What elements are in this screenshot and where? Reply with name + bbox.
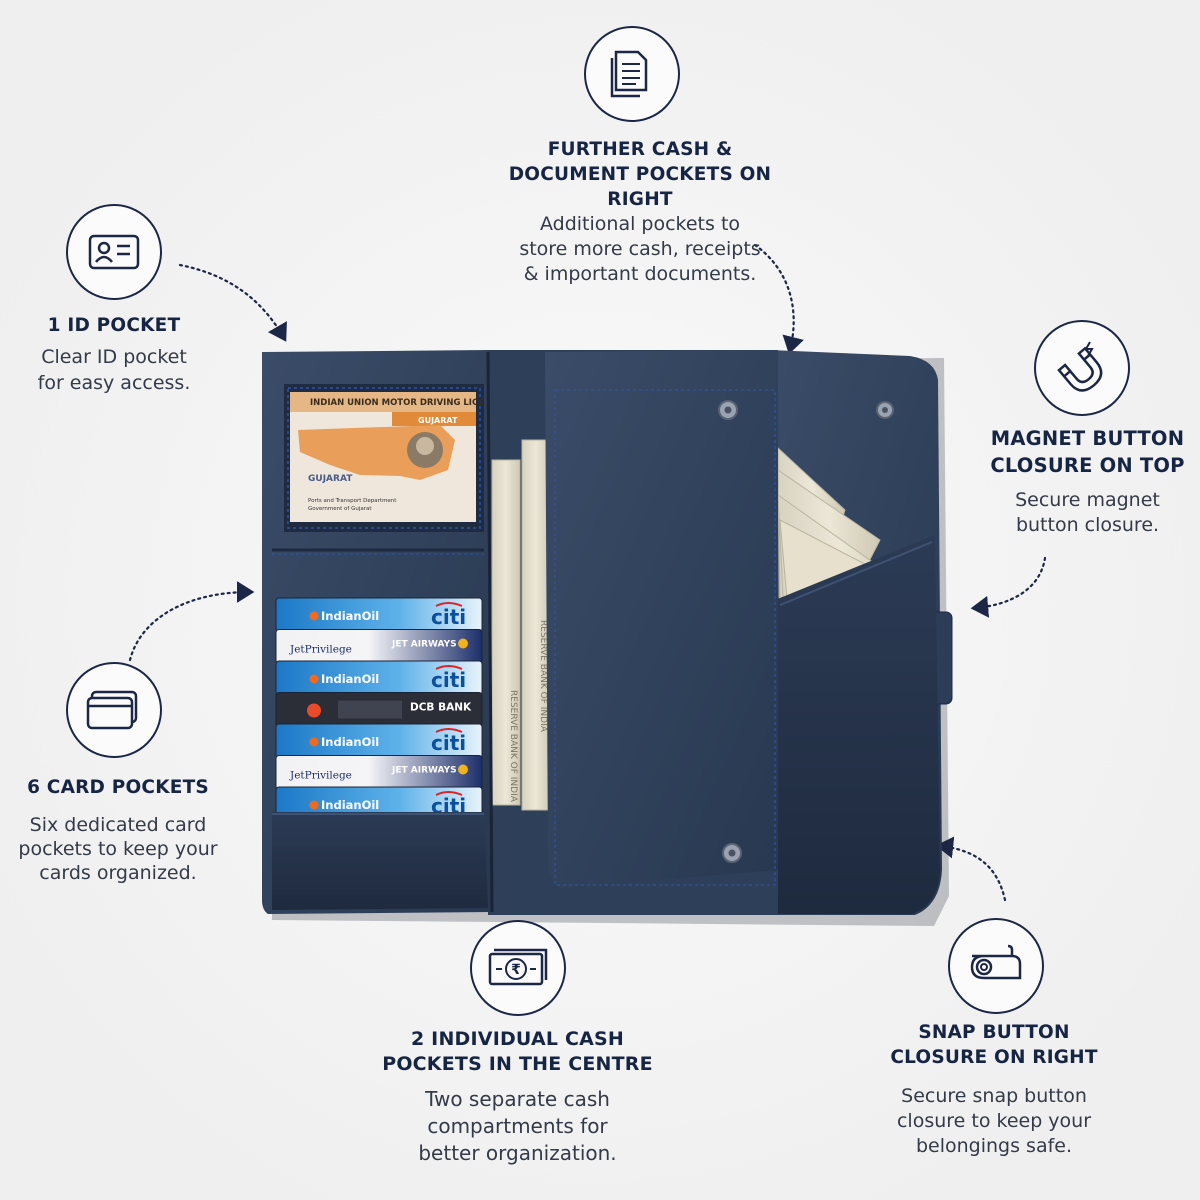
feature-document-pockets: FURTHER CASH & DOCUMENT POCKETS ON RIGHT… <box>490 137 790 287</box>
feature-magnet-button-desc-line: Secure magnet <box>1015 489 1160 511</box>
feature-cash-pockets-desc-line: compartments for <box>427 1114 608 1138</box>
feature-magnet-button-desc-line: button closure. <box>1015 514 1160 536</box>
arrow-id-pocket <box>178 263 287 342</box>
card-bank: JET AIRWAYS <box>391 766 457 776</box>
citi-arc-icon <box>435 791 463 796</box>
feature-document-pockets-title-line: RIGHT <box>607 189 673 210</box>
arrow-documents <box>753 243 804 355</box>
card-bank: JET AIRWAYS <box>391 640 457 650</box>
feature-document-pockets-title-line: FURTHER CASH & <box>547 139 733 160</box>
feature-card-pockets-desc-line: cards organized. <box>39 862 197 884</box>
card-brand: IndianOil <box>321 798 379 812</box>
rupee-note-icon: ₹ <box>470 920 566 1016</box>
feature-document-pockets-title: FURTHER CASH & DOCUMENT POCKETS ON RIGHT <box>490 137 790 212</box>
card-5: IndianOil citi <box>275 723 483 759</box>
magnet-icon <box>1034 320 1130 416</box>
feature-snap-button-desc-line: closure to keep your <box>896 1110 1092 1132</box>
indianoil-logo-icon <box>309 611 319 621</box>
snap-button-icon <box>948 918 1044 1014</box>
card-bank: DCB BANK <box>410 702 472 714</box>
dcb-logo-icon <box>307 703 321 718</box>
indianoil-logo-icon <box>309 737 319 747</box>
feature-snap-button-title-line: CLOSURE ON RIGHT <box>890 1047 1098 1068</box>
id-card-dept-line-1: Ports and Transport Department <box>308 498 397 504</box>
card-bank: citi <box>431 668 466 692</box>
indianoil-logo-icon <box>309 674 319 684</box>
feature-id-pocket-desc-line: Clear ID pocket <box>41 346 187 368</box>
feature-snap-button: SNAP BUTTON CLOSURE ON RIGHT Secure snap… <box>876 1020 1112 1159</box>
feature-card-pockets-title: 6 CARD POCKETS <box>27 777 209 798</box>
card-brand: IndianOil <box>321 735 379 749</box>
feature-card-pockets-desc-line: pockets to keep your <box>18 838 218 860</box>
feature-document-pockets-desc-line: store more cash, receipts <box>519 238 761 260</box>
arrow-snap <box>935 836 1007 902</box>
feature-card-pockets-desc-line: Six dedicated card <box>29 814 207 836</box>
feature-magnet-button-desc: Secure magnet button closure. <box>975 488 1200 538</box>
feature-document-pockets-desc-line: & important documents. <box>523 263 757 285</box>
card-brand: JetPrivilege <box>289 770 352 782</box>
feature-cash-pockets-title-line: POCKETS IN THE CENTRE <box>382 1053 653 1075</box>
feature-id-pocket-desc-line: for easy access. <box>37 372 191 394</box>
arrow-magnet <box>970 556 1047 618</box>
id-card-logo-text: GUJARAT <box>308 474 353 484</box>
feature-document-pockets-desc-line: Additional pockets to <box>539 213 741 235</box>
card-bank: citi <box>431 605 466 629</box>
feature-snap-button-desc: Secure snap button closure to keep your … <box>876 1084 1112 1159</box>
id-card-state-header: GUJARAT <box>418 416 458 425</box>
feature-id-pocket-title: 1 ID POCKET <box>47 315 181 336</box>
feature-snap-button-desc-line: Secure snap button <box>901 1085 1087 1107</box>
id-card-header: INDIAN UNION MOTOR DRIVING LICE <box>310 398 484 408</box>
feature-cash-pockets-desc-line: Two separate cash <box>425 1087 610 1111</box>
card-brand: JetPrivilege <box>289 644 352 656</box>
feature-snap-button-title: SNAP BUTTON CLOSURE ON RIGHT <box>876 1020 1112 1070</box>
card-4: DCB BANK <box>275 692 483 727</box>
banknote-text-2: RESERVE BANK OF INDIA <box>508 690 518 803</box>
feature-id-pocket-desc: Clear ID pocket for easy access. <box>14 344 214 396</box>
feature-cash-pockets: 2 INDIVIDUAL CASH POCKETS IN THE CENTRE … <box>370 1027 665 1167</box>
card-6: JetPrivilege JET AIRWAYS <box>275 755 483 790</box>
feature-snap-button-desc-line: belongings safe. <box>915 1135 1073 1157</box>
cards-icon <box>66 662 162 758</box>
indianoil-logo-icon <box>309 800 319 810</box>
card-bank: citi <box>431 731 466 755</box>
card-2: JetPrivilege JET AIRWAYS <box>275 629 483 664</box>
id-card-dept-line-2: Government of Gujarat <box>308 506 372 512</box>
documents-icon <box>584 26 680 122</box>
feature-cash-pockets-title-line: 2 INDIVIDUAL CASH <box>410 1028 625 1050</box>
feature-cash-pockets-desc: Two separate cash compartments for bette… <box>370 1086 665 1167</box>
id-card-icon <box>66 204 162 300</box>
citi-arc-icon <box>435 728 463 733</box>
feature-snap-button-title-line: SNAP BUTTON <box>918 1022 1070 1043</box>
arrow-card-pockets <box>128 581 255 662</box>
feature-document-pockets-title-line: DOCUMENT POCKETS ON <box>508 164 772 185</box>
banknote-text: RESERVE BANK OF INDIA <box>538 620 548 733</box>
feature-magnet-button: MAGNET BUTTON CLOSURE ON TOP Secure magn… <box>975 425 1200 538</box>
feature-document-pockets-desc: Additional pockets to store more cash, r… <box>490 212 790 287</box>
feature-magnet-button-title-line: CLOSURE ON TOP <box>990 454 1185 477</box>
citi-arc-icon <box>435 602 463 607</box>
card-map-pattern <box>338 700 402 719</box>
feature-magnet-button-title: MAGNET BUTTON CLOSURE ON TOP <box>975 425 1200 479</box>
feature-cash-pockets-title: 2 INDIVIDUAL CASH POCKETS IN THE CENTRE <box>370 1027 665 1077</box>
card-brand: IndianOil <box>321 609 379 623</box>
id-card: INDIAN UNION MOTOR DRIVING LICE GUJARAT … <box>290 392 484 522</box>
svg-text:₹: ₹ <box>511 962 521 978</box>
card-brand: IndianOil <box>321 672 379 686</box>
jet-logo-icon <box>458 764 468 775</box>
feature-card-pockets: 6 CARD POCKETS Six dedicated card pocket… <box>8 775 228 885</box>
middle-flap <box>545 350 778 888</box>
feature-magnet-button-title-line: MAGNET BUTTON <box>990 427 1185 450</box>
card-3: IndianOil citi <box>275 660 483 696</box>
feature-id-pocket: 1 ID POCKET Clear ID pocket for easy acc… <box>14 313 214 396</box>
feature-cash-pockets-desc-line: better organization. <box>418 1141 617 1165</box>
card-1: IndianOil citi <box>275 597 483 633</box>
feature-card-pockets-desc: Six dedicated card pockets to keep your … <box>8 813 228 885</box>
jet-logo-icon <box>458 638 468 649</box>
citi-arc-icon <box>435 665 463 670</box>
